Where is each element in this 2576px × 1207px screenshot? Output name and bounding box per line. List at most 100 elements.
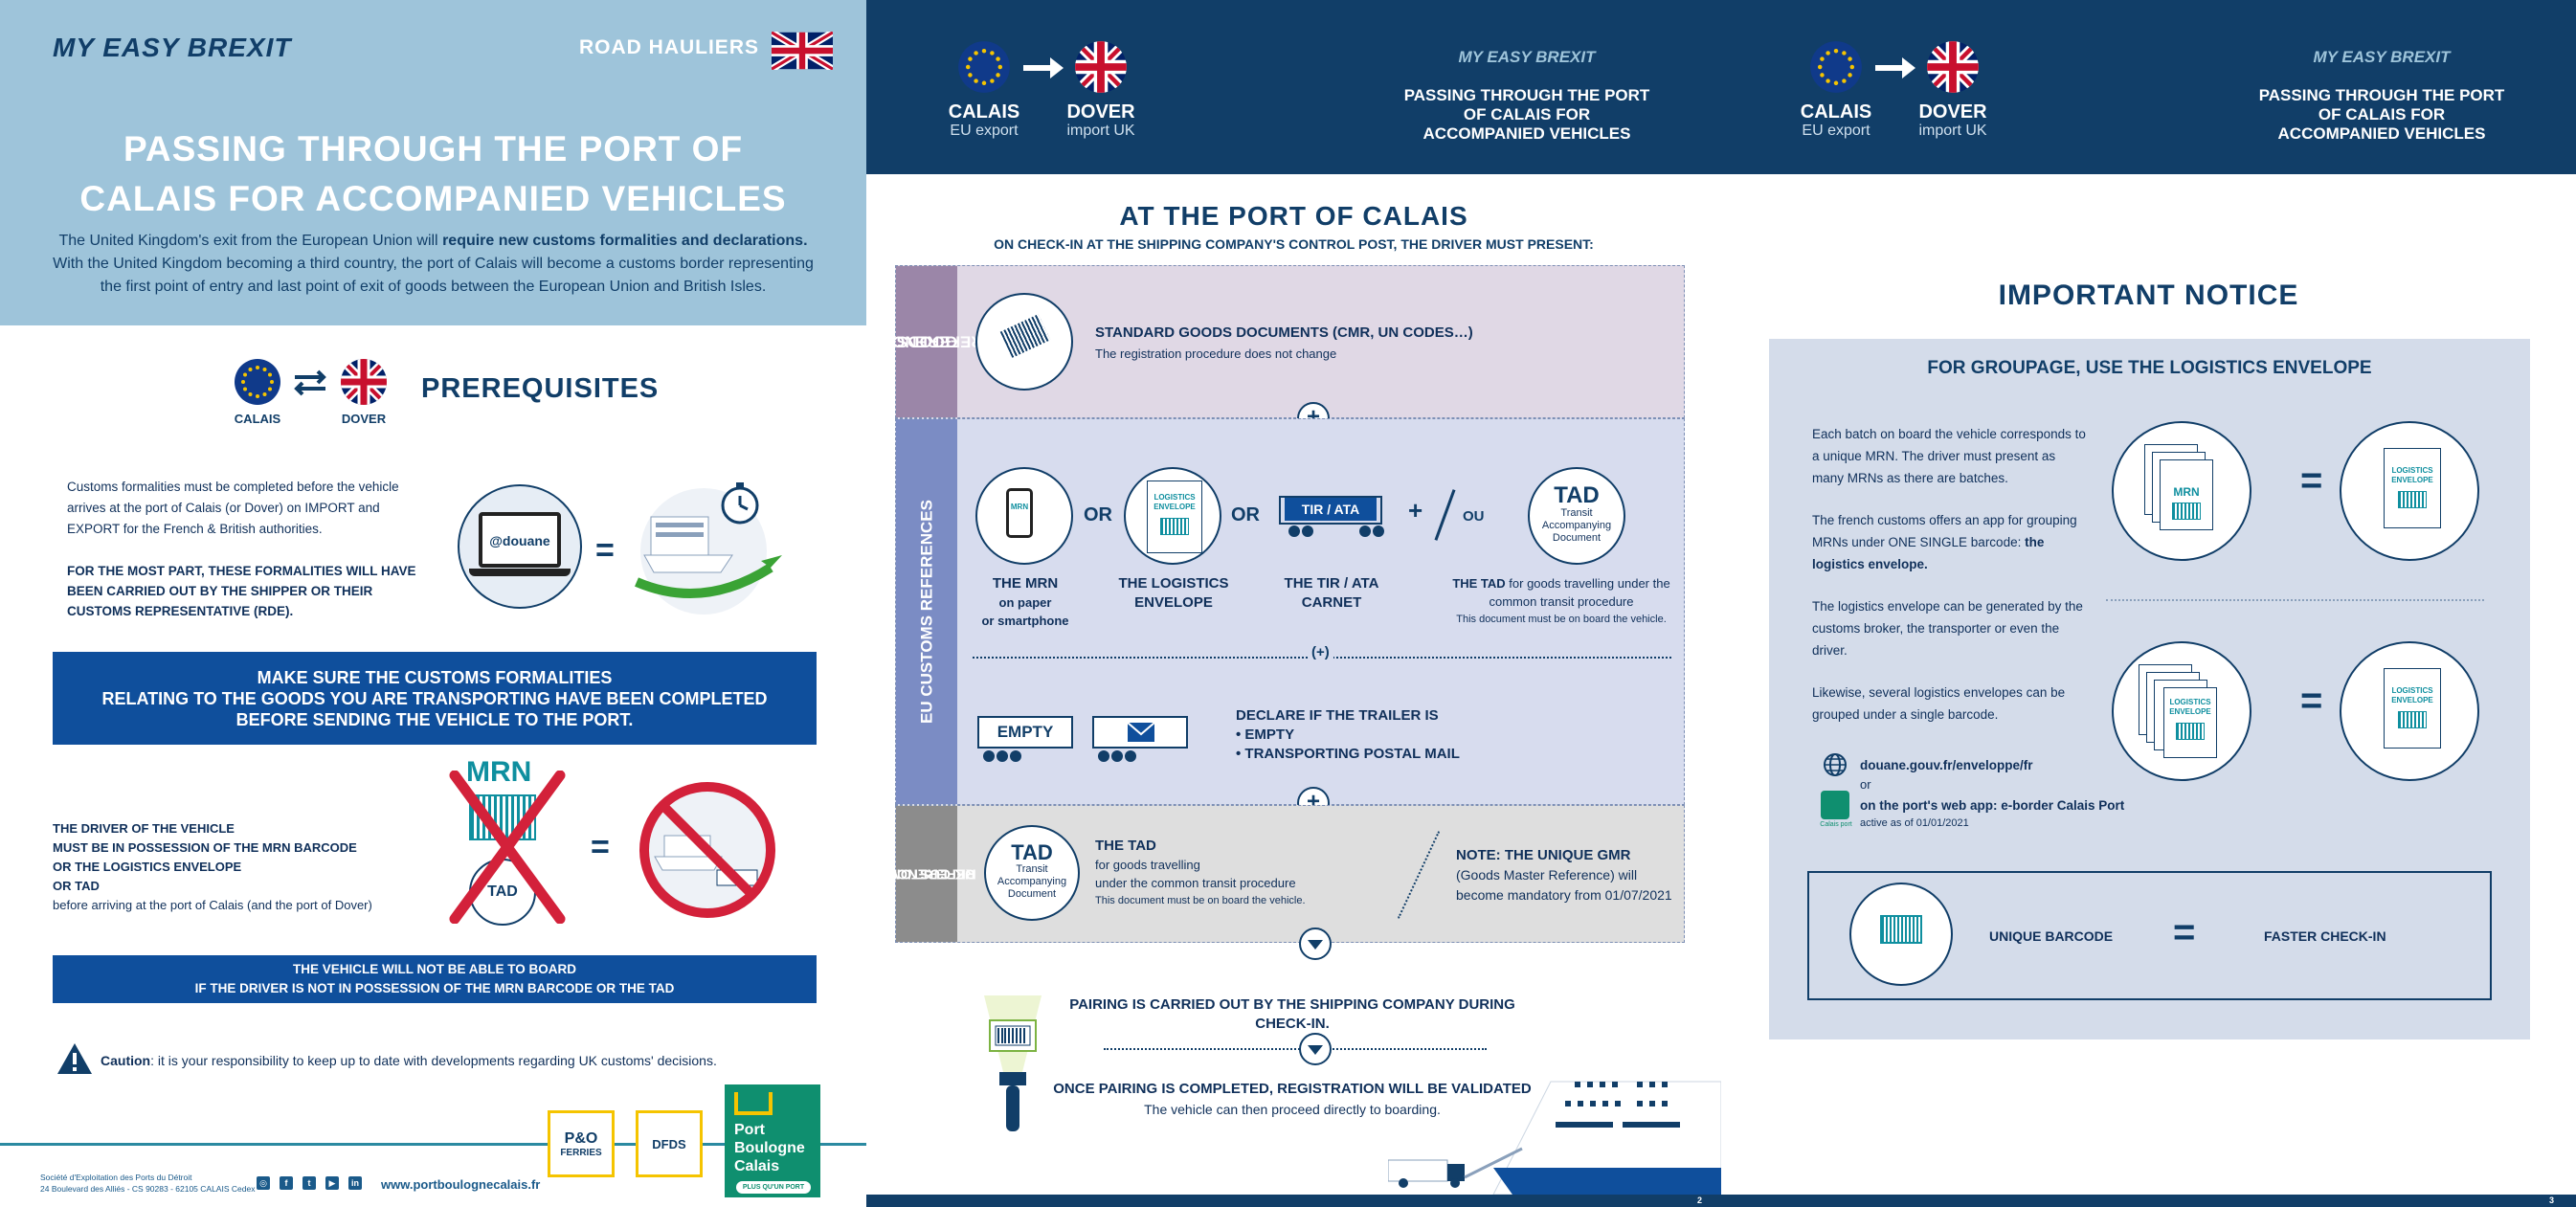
barcode-icon (2172, 503, 2201, 520)
po-ferries-logo: P&O FERRIES (548, 1110, 615, 1177)
or-text: or (1860, 777, 1871, 792)
header-bar (866, 0, 1721, 174)
page-number: 2 (1697, 1196, 1703, 1205)
header-city-calais: CALAIS (1800, 101, 1872, 123)
barcode-icon (1160, 518, 1189, 535)
paragraph: The french customs offers an app for gro… (1812, 509, 2090, 575)
uk-tad-line: THE TAD (1095, 838, 1156, 854)
tir-caption: THE TIR / ATA CARNET (1284, 575, 1379, 611)
page-number: 3 (2549, 1196, 2555, 1205)
tad-small: Transit (1560, 507, 1593, 519)
intro-text: The United Kingdom's exit from the Europ… (58, 233, 443, 249)
port-boulogne-calais-logo: Port Boulogne Calais (725, 1084, 820, 1197)
declare-trailer-text: DECLARE IF THE TRAILER IS • EMPTY • TRAN… (1236, 706, 1460, 764)
declare-line: • EMPTY (1236, 726, 1295, 743)
trailer-wheels-icon (983, 750, 1136, 762)
ship-port-illustration (635, 482, 782, 615)
no-boarding-icon (639, 782, 775, 918)
caution-bold: Caution (101, 1053, 151, 1068)
important-notice-title: IMPORTANT NOTICE (1998, 279, 2299, 311)
dotted-divider (1397, 831, 1441, 919)
youtube-icon[interactable]: ▶ (325, 1176, 339, 1190)
caption-line: THE LOGISTICS (1118, 575, 1229, 592)
barcode-benefit-box: UNIQUE BARCODE = FASTER CHECK-IN (1807, 871, 2492, 1000)
douane-link[interactable]: douane.gouv.fr/enveloppe/fr (1860, 758, 2033, 772)
or-label: OR (1084, 504, 1112, 525)
mail-icon (1127, 722, 1155, 742)
calais-port-app-icon[interactable] (1821, 791, 1849, 819)
pairing-text: PAIRING IS CARRIED OUT BY THE SHIPPING C… (1069, 996, 1515, 1032)
dfds-logo: DFDS (636, 1110, 703, 1177)
plus-sign: + (1408, 496, 1423, 525)
page-3: CALAIS EU export DOVER import UK MY EASY… (1721, 0, 2576, 1207)
banner-line: BEFORE SENDING THE VEHICLE TO THE PORT. (235, 710, 634, 729)
envelope-doc-text: LOGISTICS (2169, 698, 2211, 706)
equals-sign: = (2300, 680, 2323, 722)
driver-line: MUST BE IN POSSESSION OF THE MRN BARCODE (53, 840, 357, 855)
envelope-doc-text: ENVELOPE (2391, 476, 2433, 484)
uk-tad-line: This document must be on board the vehic… (1095, 895, 1306, 906)
uk-tad-text: THE TAD for goods travelling under the c… (1095, 837, 1306, 910)
hero-intro: The United Kingdom's exit from the Europ… (48, 230, 818, 299)
logo-text: P&O (564, 1129, 598, 1147)
dotted-divider (1104, 1048, 1487, 1050)
groupage-box: FOR GROUPAGE, USE THE LOGISTICS ENVELOPE… (1769, 339, 2530, 1039)
eu-flag-icon (958, 41, 1010, 93)
tad-small: Transit (1016, 863, 1048, 875)
ferry-illustration (1388, 1081, 1721, 1195)
slash-divider (1434, 489, 1456, 541)
logo-tagline: PLUS QU'UN PORT (735, 1180, 812, 1195)
mrn-label: MRN (466, 756, 532, 788)
logo-text: Boulogne (734, 1140, 805, 1156)
warning-icon (57, 1043, 92, 1074)
faster-checkin-label: FASTER CHECK-IN (2264, 928, 2386, 944)
linkedin-icon[interactable]: in (348, 1176, 362, 1190)
caption-line: or smartphone (981, 614, 1069, 628)
caption-line: ENVELOPE (1134, 594, 1213, 611)
multiple-mrn-docs-icon: MRN (2112, 421, 2251, 561)
plus-sign: + (1316, 644, 1325, 660)
equals-sign: = (2173, 911, 2196, 953)
header-brand: MY EASY BREXIT (1458, 48, 1596, 66)
footer-bar (866, 1195, 1721, 1207)
tad-circle: TAD Transit Accompanying Document (984, 825, 1080, 921)
uk-tad-line: under the common transit procedure (1095, 876, 1296, 890)
paragraph-bold: the logistics envelope. (1812, 535, 2045, 571)
documents-icon (975, 293, 1073, 391)
swap-arrows-icon (294, 369, 326, 396)
truck-wheels-icon (1288, 525, 1384, 537)
barcode-icon (1880, 915, 1922, 944)
twitter-icon[interactable]: t (302, 1176, 316, 1190)
barcode-icon (2398, 711, 2427, 728)
uk-flag-icon (1075, 41, 1127, 93)
intro-bold: require new customs formalities and decl… (442, 233, 808, 249)
unique-barcode-label: UNIQUE BARCODE (1989, 928, 2114, 944)
eborder-link[interactable]: on the port's web app: e-border Calais P… (1860, 798, 2125, 813)
header-city-dover: DOVER (1918, 101, 1987, 123)
website-link[interactable]: www.portboulognecalais.fr (381, 1177, 541, 1192)
driver-line: OR TAD (53, 879, 100, 893)
caution-text: Caution: it is your responsibility to ke… (101, 1053, 717, 1068)
facebook-icon[interactable]: f (280, 1176, 293, 1190)
equals-sign: = (2300, 459, 2323, 502)
instagram-icon[interactable]: ◎ (257, 1176, 270, 1190)
barcode-hand-icon (1849, 883, 1953, 986)
footer-address-line: Société d'Exploitation des Ports du Détr… (40, 1173, 192, 1182)
logo-text: Calais (734, 1158, 780, 1174)
header-city-calais: CALAIS (948, 101, 1020, 123)
uk-flag-icon (1927, 41, 1979, 93)
footer-bar (1721, 1195, 2576, 1207)
uk-flag-icon (772, 32, 833, 70)
tad-small: Document (1007, 888, 1057, 900)
arrow-right-icon (1875, 57, 1915, 78)
standard-docs-title: STANDARD GOODS DOCUMENTS (CMR, UN CODES…… (1095, 324, 1473, 341)
envelope-doc-text: LOGISTICS (2391, 466, 2433, 475)
brand-title: MY EASY BREXIT (53, 33, 292, 62)
mail-trailer-icon (1092, 716, 1188, 749)
tir-truck-icon (1279, 496, 1382, 525)
barcode-icon (2398, 491, 2427, 508)
doc-barcode (999, 314, 1051, 358)
